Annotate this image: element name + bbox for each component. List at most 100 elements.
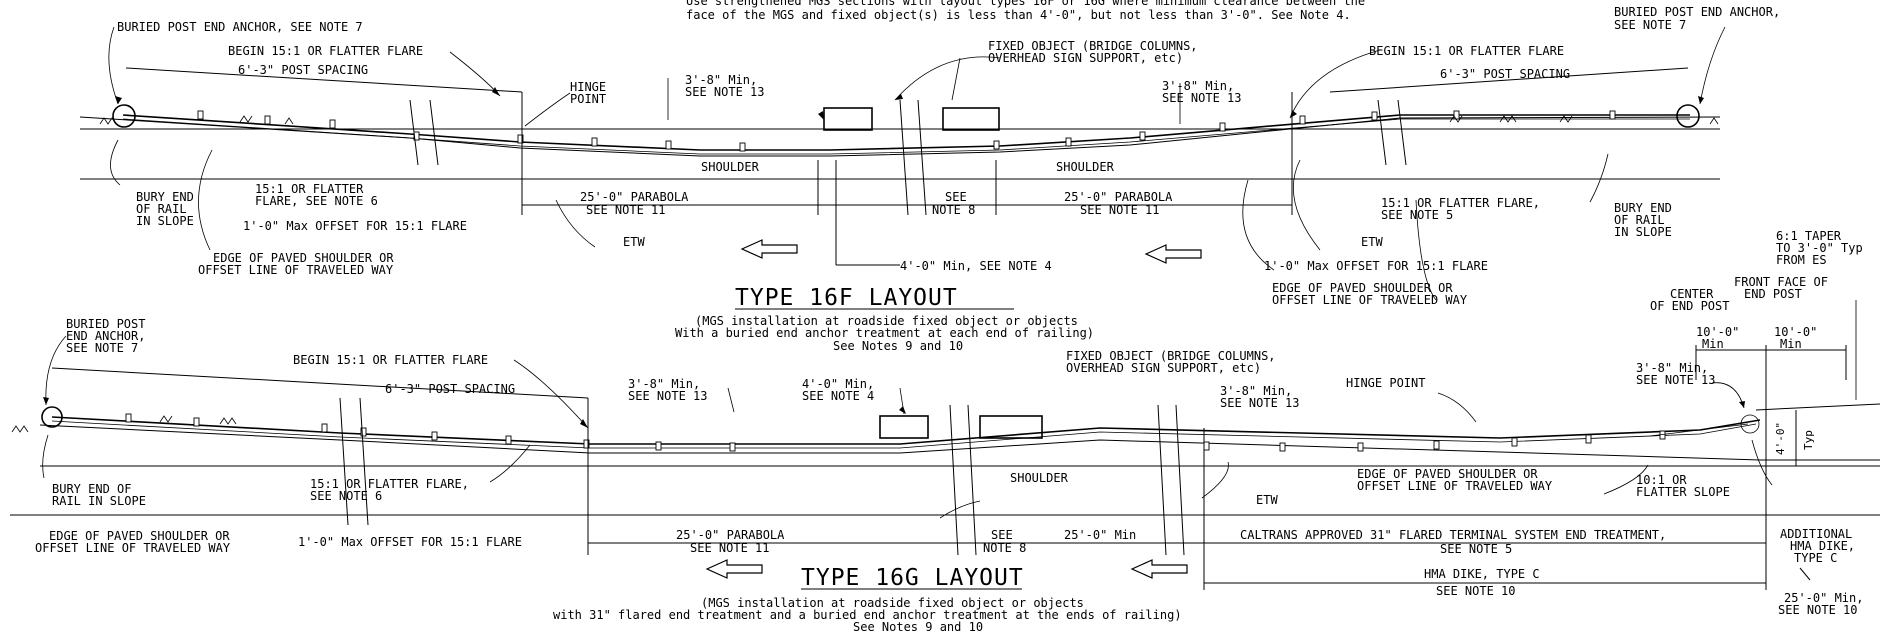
- min38-label-right-16f-1: 3'-8" Min,: [1162, 79, 1234, 93]
- end-post-16g: [1740, 414, 1760, 434]
- guardrail-back-16g: [51, 420, 1757, 449]
- min38c-label-16g-1: 3'-8" Min,: [1636, 361, 1708, 375]
- typ4-label-16g-2: Typ: [1802, 430, 1815, 450]
- fixed-object-label-16f-2: OVERHEAD SIGN SUPPORT, etc): [988, 51, 1183, 65]
- bury-end-label-16g-2: RAIL IN SLOPE: [52, 494, 146, 508]
- header-note-line-2: face of the MGS and fixed object(s) is l…: [686, 8, 1351, 22]
- ten-ft-b-label-16g-2: Min: [1780, 337, 1802, 351]
- edge-paved-label-left-16f-1: EDGE OF PAVED SHOULDER OR: [213, 251, 394, 265]
- additional-hma-label-16g-3: TYPE C: [1794, 551, 1837, 565]
- hinge-point-label-16g: HINGE POINT: [1346, 376, 1425, 390]
- subtitle-16f-3: See Notes 9 and 10: [833, 339, 963, 353]
- posts-16f: [197, 110, 1616, 152]
- bury-end-label-left-16f-2: OF RAIL: [136, 202, 187, 216]
- buried-anchor-label-16g-3: SEE NOTE 7: [66, 341, 138, 355]
- break-lines-16f: [409, 99, 1407, 216]
- taper-label-16g-2: TO 3'-0" Typ: [1776, 241, 1863, 255]
- buried-anchor-label-16g-2: END ANCHOR,: [66, 329, 145, 343]
- edge-paved-label-right-16g-2: OFFSET LINE OF TRAVELED WAY: [1357, 479, 1553, 493]
- front-face-label-16g-1: FRONT FACE OF: [1734, 275, 1828, 289]
- end-anchor-16g: [41, 406, 63, 428]
- subtitle-16g-1: (MGS installation at roadside fixed obje…: [701, 596, 1084, 610]
- hinge-point-label-16f-1: HINGE: [570, 80, 606, 94]
- header-note-line-1: Use strengthened MGS sections with layou…: [686, 0, 1365, 8]
- parabola-label-16g-1: 25'-0" PARABOLA: [676, 528, 785, 542]
- min4-label-16g-1: 4'-0" Min,: [802, 377, 874, 391]
- flatter-flare-label-16g-1: 15:1 OR FLATTER FLARE,: [310, 477, 469, 491]
- min4-label-16f: 4'-0" Min, SEE NOTE 4: [900, 259, 1052, 273]
- begin-flare-label-right-16f: BEGIN 15:1 OR FLATTER FLARE: [1369, 44, 1564, 58]
- fixed-object-label-16g-2: OVERHEAD SIGN SUPPORT, etc): [1066, 361, 1261, 375]
- typ4-label-16g-1: 4'-0": [1774, 422, 1787, 455]
- post-spacing-label-left-16f: 6'-3" POST SPACING: [238, 63, 368, 77]
- arrowheads-16g: [43, 397, 1745, 428]
- min4-label-16g-2: SEE NOTE 4: [802, 389, 874, 403]
- see-note-8-label-16f-1: SEE: [945, 190, 967, 204]
- taper-label-16g-1: 6:1 TAPER: [1776, 229, 1842, 243]
- bury-end-label-left-16f-3: IN SLOPE: [136, 214, 194, 228]
- min38-label-right-16f-2: SEE NOTE 13: [1162, 91, 1241, 105]
- post-spacing-dim-16g: [51, 367, 589, 399]
- terminal-rail-16g: [1649, 423, 1749, 437]
- flatter-flare-label-left-16f-1: 15:1 OR FLATTER: [255, 182, 364, 196]
- edge-paved-label-left-16g-1: EDGE OF PAVED SHOULDER OR: [49, 529, 230, 543]
- guardrail-16f: [122, 114, 1690, 151]
- caltrans-label-16g-1: CALTRANS APPROVED 31" FLARED TERMINAL SY…: [1240, 528, 1666, 542]
- min38c-label-16g-2: SEE NOTE 13: [1636, 373, 1715, 387]
- traffic-arrow-left-16g: [705, 559, 763, 579]
- center-end-post-label-16g-1: CENTER: [1670, 287, 1714, 301]
- flatter-flare-label-left-16f-2: FLARE, SEE NOTE 6: [255, 194, 378, 208]
- flatter-flare-label-16g-2: SEE NOTE 6: [310, 489, 382, 503]
- leaders-16g: [42, 300, 1857, 519]
- post-spacing-dim-right-16f: [1329, 67, 1689, 93]
- traffic-arrow-right-16g: [1130, 559, 1188, 579]
- fixed-object-label-16f-1: FIXED OBJECT (BRIDGE COLUMNS,: [988, 39, 1198, 53]
- edge-paved-label-left-16g-2: OFFSET LINE OF TRAVELED WAY: [35, 541, 231, 555]
- type-16f-layout: BURIED POST END ANCHOR, SEE NOTE 7 BURIE…: [79, 5, 1780, 353]
- min38a-label-16g-2: SEE NOTE 13: [628, 389, 707, 403]
- etw-label-left-16f: ETW: [623, 235, 645, 249]
- edge-paved-label-right-16g-1: EDGE OF PAVED SHOULDER OR: [1357, 467, 1538, 481]
- hma-dike-label-16g-2: SEE NOTE 10: [1436, 584, 1515, 598]
- fixed-object-label-16g-1: FIXED OBJECT (BRIDGE COLUMNS,: [1066, 349, 1276, 363]
- bury-end-label-16g-1: BURY END OF: [52, 482, 131, 496]
- post-spacing-label-right-16f: 6'-3" POST SPACING: [1440, 67, 1570, 81]
- center-end-post-label-16g-2: OF END POST: [1650, 299, 1729, 313]
- edge-paved-label-right-16f-1: EDGE OF PAVED SHOULDER OR: [1272, 281, 1453, 295]
- fixed-object-2-16f: [942, 107, 1000, 131]
- min38b-label-16g-1: 3'-8" Min,: [1220, 384, 1292, 398]
- parabola-label-16g-2: SEE NOTE 11: [690, 541, 769, 555]
- type-16g-layout: BURIED POST END ANCHOR, SEE NOTE 7 BEGIN…: [10, 229, 1881, 634]
- grass-16g: [11, 415, 237, 433]
- hma-dike-label-16g-1: HMA DIKE, TYPE C: [1424, 567, 1540, 581]
- additional-hma-label-16g-1: ADDITIONAL: [1780, 527, 1852, 541]
- min25b-label-16g-2: SEE NOTE 10: [1778, 603, 1857, 617]
- begin-flare-label-16g: BEGIN 15:1 OR FLATTER FLARE: [293, 353, 488, 367]
- max-offset-label-right-16f: 1'-0" Max OFFSET FOR 15:1 FLARE: [1264, 259, 1488, 273]
- buried-anchor-label-left-16f: BURIED POST END ANCHOR, SEE NOTE 7: [117, 20, 363, 34]
- title-16f: TYPE 16F LAYOUT: [735, 285, 958, 311]
- bury-end-label-right-16f-1: BURY END: [1614, 201, 1672, 215]
- shoulder-label-right-16f: SHOULDER: [1056, 160, 1115, 174]
- shoulder-label-16g: SHOULDER: [1010, 471, 1069, 485]
- buried-anchor-label-16g-1: BURIED POST: [66, 317, 145, 331]
- slope-label-16g-2: FLATTER SLOPE: [1636, 485, 1730, 499]
- front-face-label-16g-2: END POST: [1744, 287, 1802, 301]
- min25b-leader: [1799, 567, 1811, 581]
- min25-label-16g: 25'-0" Min: [1064, 528, 1136, 542]
- taper-line-16g: [1755, 403, 1881, 411]
- buried-anchor-label-right-16f-1: BURIED POST END ANCHOR,: [1614, 5, 1780, 19]
- traffic-arrow-right-16f: [1144, 244, 1202, 264]
- additional-hma-label-16g-2: HMA DIKE,: [1790, 539, 1855, 553]
- traffic-arrow-left-16f: [740, 239, 798, 259]
- grass-16f: [99, 115, 1719, 125]
- etw-label-16g: ETW: [1256, 493, 1278, 507]
- ten-ft-b-label-16g-1: 10'-0": [1774, 325, 1817, 339]
- bury-end-label-left-16f-1: BURY END: [136, 190, 194, 204]
- fixed-object-1-16f: [823, 107, 873, 131]
- flatter-flare-label-right-16f-2: SEE NOTE 5: [1381, 208, 1453, 222]
- edge-paved-label-right-16f-2: OFFSET LINE OF TRAVELED WAY: [1272, 293, 1468, 307]
- min38a-label-16g-1: 3'-8" Min,: [628, 377, 700, 391]
- caltrans-label-16g-2: SEE NOTE 5: [1440, 542, 1512, 556]
